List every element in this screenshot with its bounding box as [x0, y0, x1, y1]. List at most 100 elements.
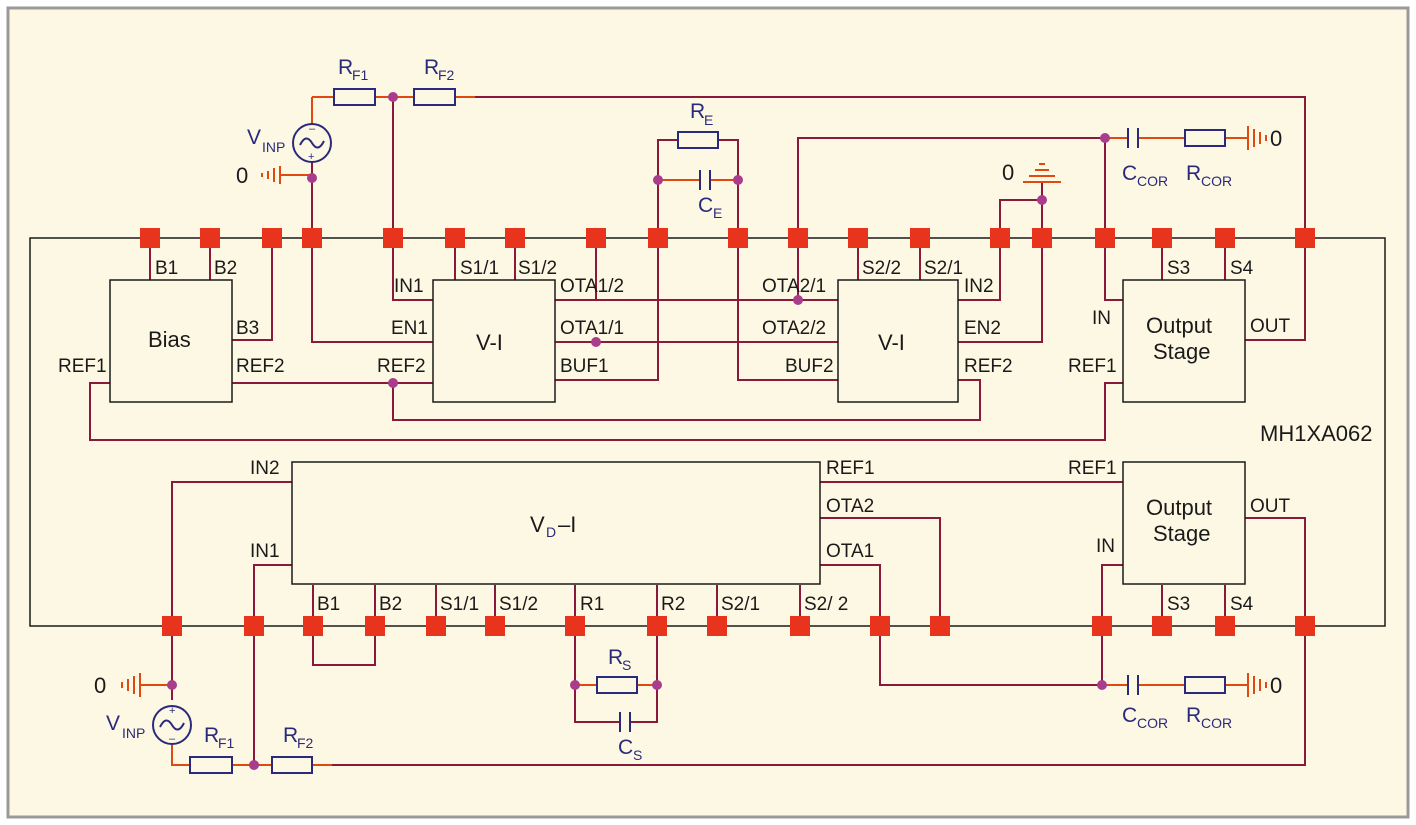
- rcor-top-sub: COR: [1201, 173, 1232, 189]
- vd-i-title-suffix: –I: [558, 512, 576, 537]
- junction-dot: [388, 378, 398, 388]
- bias-title: Bias: [148, 327, 191, 352]
- rcor-bottom-label: R: [1186, 704, 1201, 727]
- output-stage-2-pin-ref1: REF1: [1068, 458, 1117, 479]
- rf1-top-resistor: R F1: [333, 56, 376, 106]
- bias-pin-b3: B3: [236, 318, 259, 339]
- rcor-top-label: R: [1186, 162, 1201, 185]
- pad: [648, 228, 668, 248]
- pad: [140, 228, 160, 248]
- pad: [426, 616, 446, 636]
- pad: [1152, 616, 1172, 636]
- ground-top-left-label: 0: [236, 163, 248, 188]
- ground-top-right: 0: [1247, 126, 1282, 151]
- output-stage-1-pin-s3: S3: [1167, 258, 1190, 279]
- pad: [303, 616, 323, 636]
- pad: [1295, 228, 1315, 248]
- pad: [485, 616, 505, 636]
- vd-i-pin-r2: R2: [661, 594, 685, 615]
- junction-dot: [1037, 195, 1047, 205]
- cs-sub: S: [633, 747, 642, 763]
- vd-i-title-main: V: [530, 512, 545, 537]
- vi1-pin-buf1: BUF1: [560, 356, 609, 377]
- output-stage-2-pin-out: OUT: [1250, 496, 1291, 517]
- vi2-pin-s22: S2/2: [862, 258, 901, 279]
- vi2-pin-in2: IN2: [964, 276, 994, 297]
- pad: [365, 616, 385, 636]
- junction-dot: [652, 680, 662, 690]
- bias-block: Bias B1 B2 B3 REF2 REF1: [58, 258, 285, 403]
- junction-dot: [1100, 133, 1110, 143]
- vi1-pin-ota12: OTA1/2: [560, 276, 624, 297]
- vd-i-pin-s22: S2/ 2: [804, 594, 848, 615]
- output-stage-2-pin-s4: S4: [1230, 594, 1254, 615]
- bias-pin-ref2: REF2: [236, 356, 285, 377]
- pad: [707, 616, 727, 636]
- pad: [788, 228, 808, 248]
- rcor-bottom-resistor: R COR: [1184, 676, 1232, 731]
- svg-text:+: +: [169, 705, 175, 717]
- rf2-bottom-resistor: R F2: [271, 724, 314, 774]
- vi2-block: V-I S2/2 S2/1 OTA2/1 OTA2/2 BUF2 IN2 EN2…: [762, 258, 1013, 403]
- pad: [1092, 616, 1112, 636]
- output-stage-1-title-line2: Stage: [1153, 339, 1211, 364]
- vi2-pin-buf2: BUF2: [785, 356, 834, 377]
- ground-bottom-left: 0: [94, 673, 141, 698]
- output-stage-1-pin-ref1: REF1: [1068, 356, 1117, 377]
- internal-wires: [89, 238, 1306, 626]
- vinp-top-sub: INP: [262, 139, 285, 155]
- pad: [1152, 228, 1172, 248]
- pad: [565, 616, 585, 636]
- output-stage-2-block: Output Stage REF1 OUT IN S3 S4: [1068, 458, 1291, 615]
- pad: [790, 616, 810, 636]
- pad: [910, 228, 930, 248]
- rs-label: R: [608, 646, 623, 669]
- output-stage-1-pin-s4: S4: [1230, 258, 1254, 279]
- pad: [647, 616, 667, 636]
- vi1-pin-en1: EN1: [391, 318, 428, 339]
- junction-dot: [591, 337, 601, 347]
- pad: [162, 616, 182, 636]
- pad: [586, 228, 606, 248]
- vd-i-pin-ota2: OTA2: [826, 496, 874, 517]
- cs-capacitor: C S: [618, 712, 642, 763]
- vinp-top-source: – + V INP: [247, 123, 332, 163]
- ground-top-mid: 0: [1002, 160, 1061, 185]
- pad: [383, 228, 403, 248]
- vi1-title: V-I: [476, 330, 503, 355]
- junction-dot: [307, 173, 317, 183]
- vinp-top-label: V: [247, 126, 261, 149]
- ground-bottom-right-label: 0: [1270, 673, 1282, 698]
- rf2-bottom-label: R: [283, 724, 298, 747]
- pad: [1215, 228, 1235, 248]
- bias-pin-ref1: REF1: [58, 356, 107, 377]
- ccor-top-capacitor: C COR: [1122, 128, 1168, 189]
- vd-i-pin-ref1: REF1: [826, 458, 875, 479]
- ccor-bottom-sub: COR: [1137, 715, 1168, 731]
- pad: [1032, 228, 1052, 248]
- vinp-bottom-source: + – V INP: [106, 705, 192, 745]
- ce-sub: E: [713, 205, 722, 221]
- vi1-pin-s11: S1/1: [460, 258, 499, 279]
- pad: [200, 228, 220, 248]
- vinp-bottom-sub: INP: [122, 725, 145, 741]
- vd-i-pin-b2: B2: [379, 594, 402, 615]
- pad: [445, 228, 465, 248]
- ground-top-mid-label: 0: [1002, 160, 1014, 185]
- pad: [870, 616, 890, 636]
- pad: [244, 616, 264, 636]
- junction-dot: [1097, 680, 1107, 690]
- rf1-top-sub: F1: [352, 67, 369, 83]
- vi2-pin-en2: EN2: [964, 318, 1001, 339]
- rs-resistor: R S: [596, 646, 638, 694]
- rf1-bottom-sub: F1: [218, 735, 235, 751]
- chip-label: MH1XA062: [1260, 421, 1373, 446]
- vd-i-pin-s21: S2/1: [721, 594, 760, 615]
- svg-text:+: +: [308, 151, 314, 163]
- rf2-top-resistor: R F2: [413, 56, 456, 106]
- vd-i-pin-in1: IN1: [250, 541, 280, 562]
- ce-capacitor: C E: [698, 170, 722, 221]
- rf2-bottom-sub: F2: [297, 735, 314, 751]
- rf1-bottom-resistor: R F1: [189, 724, 235, 774]
- bias-pin-b1: B1: [155, 258, 178, 279]
